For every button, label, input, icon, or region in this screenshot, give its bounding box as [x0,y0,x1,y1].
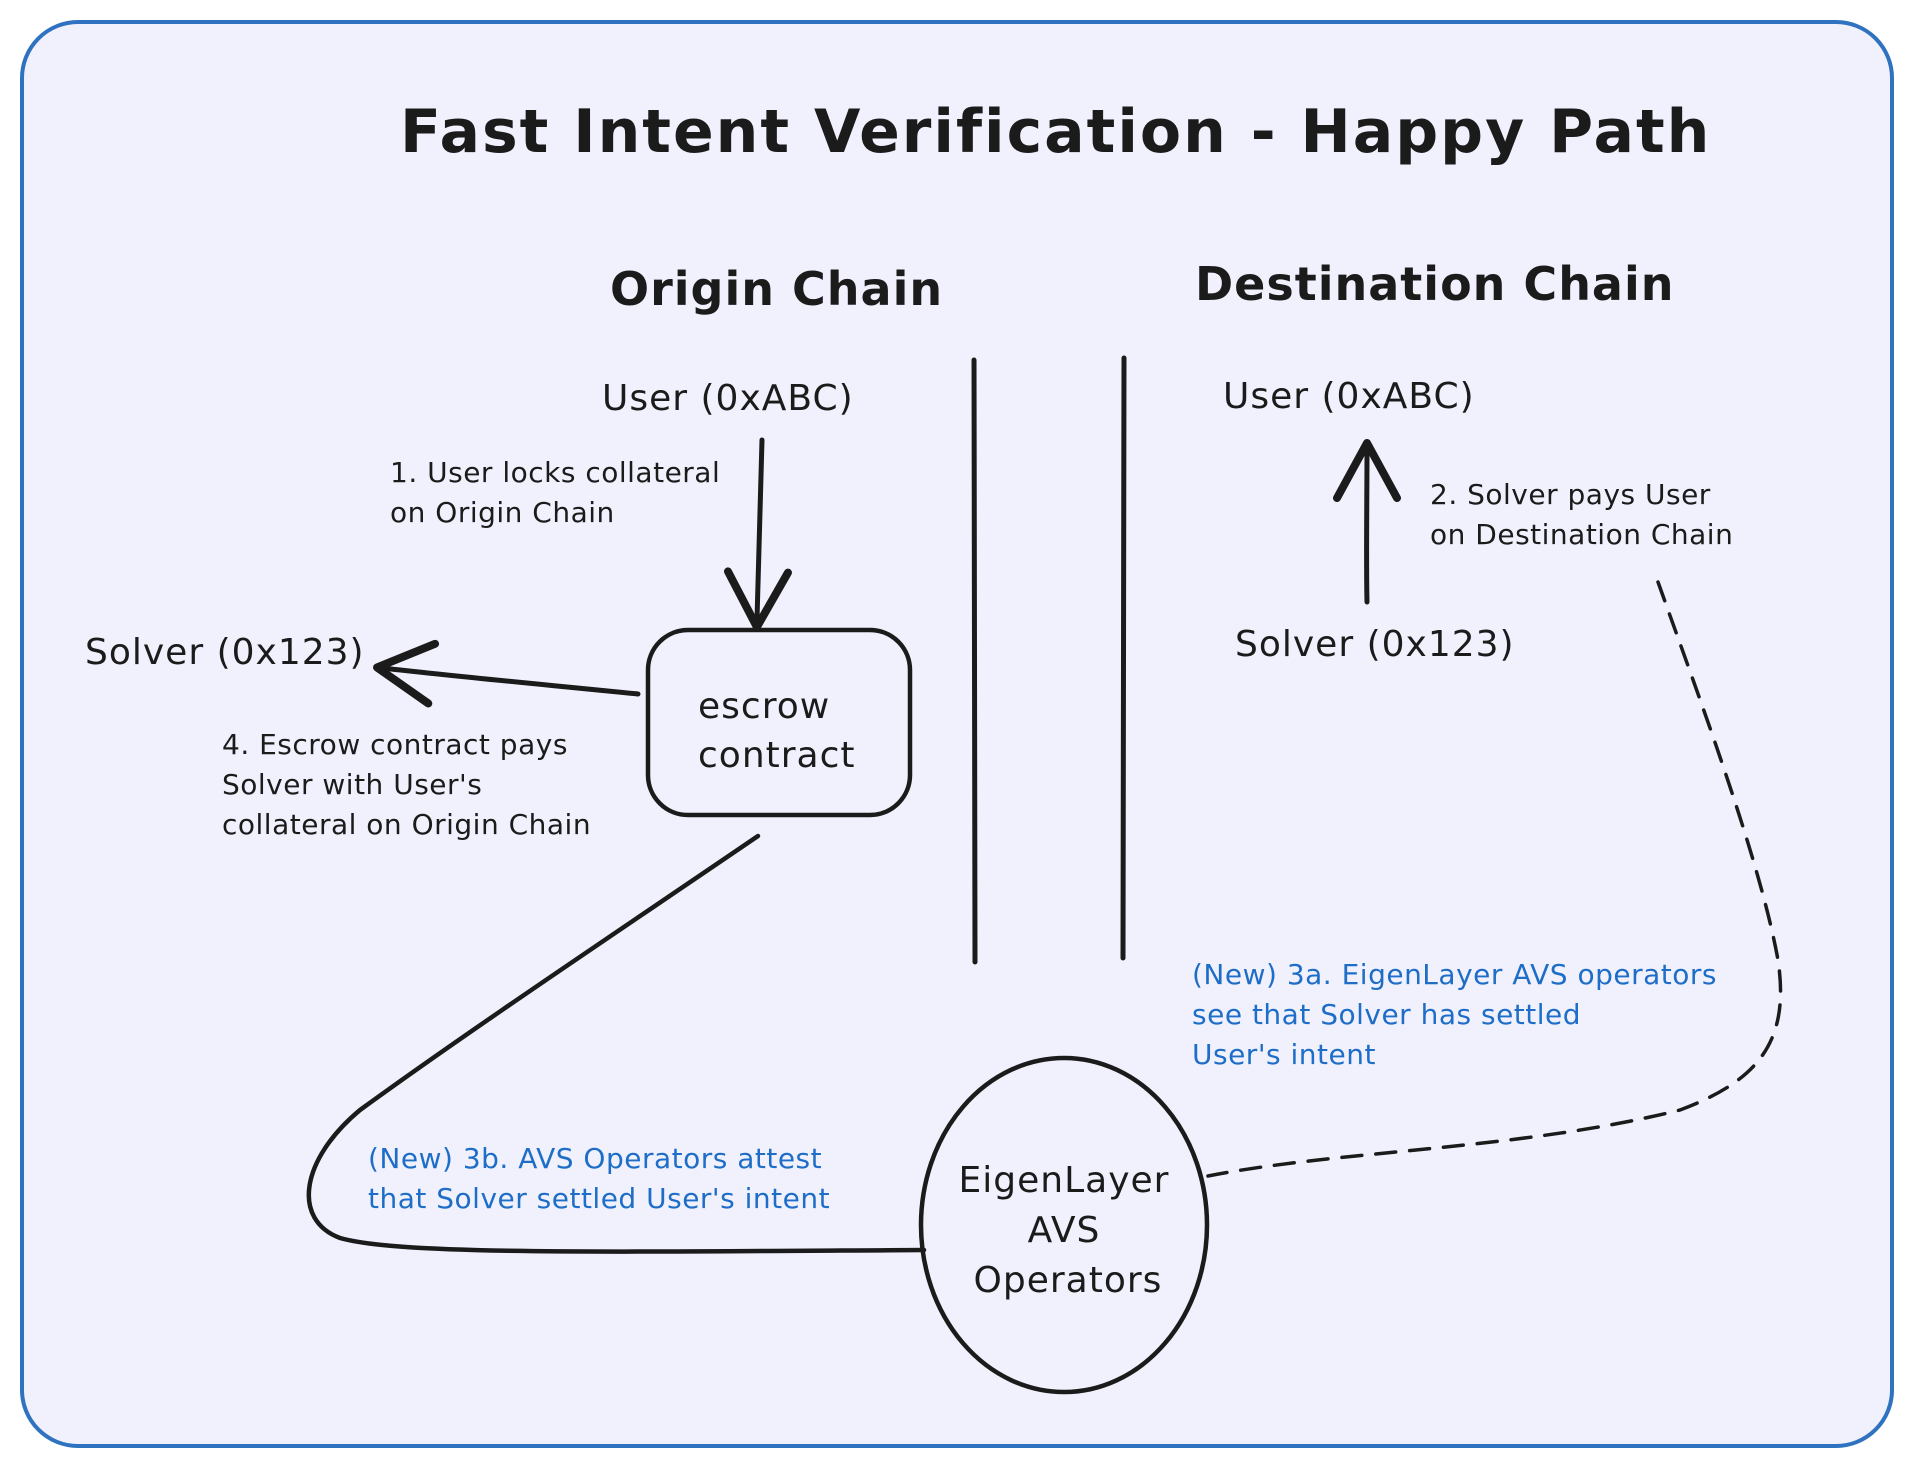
diagram-title: Fast Intent Verification - Happy Path [400,97,1711,167]
destination-chain-heading: Destination Chain [1195,257,1675,311]
escrow-label-line2: contract [698,735,856,776]
separator-line-right [1120,355,1127,961]
step2-line2: on Destination Chain [1430,518,1733,551]
origin-chain-heading: Origin Chain [610,262,943,316]
step1-line2: on Origin Chain [390,496,615,529]
arrow-user-to-escrow [723,437,792,631]
attestation-line [306,833,927,1254]
escrow-contract-box [645,627,913,818]
dashed-line-observation [1206,580,1783,1178]
destination-solver-label: Solver (0x123) [1235,624,1515,665]
step3b-line2: that Solver settled User's intent [368,1182,830,1215]
step4-line3: collateral on Origin Chain [222,808,591,841]
step3a-line2: see that Solver has settled [1192,998,1581,1031]
avs-label-line2: AVS [1028,1210,1101,1251]
destination-user-label: User (0xABC) [1223,376,1475,417]
arrow-escrow-to-solver [373,639,641,708]
separator-line-left [971,357,978,965]
origin-solver-label: Solver (0x123) [85,632,365,673]
origin-user-label: User (0xABC) [602,378,854,419]
step3b-line1: (New) 3b. AVS Operators attest [368,1142,822,1175]
step3a-line3: User's intent [1192,1038,1376,1071]
step2-line1: 2. Solver pays User [1430,478,1711,511]
avs-operators-circle [918,1055,1210,1395]
diagram-frame [20,20,1894,1448]
step1-line1: 1. User locks collateral [390,456,720,489]
avs-label-line3: Operators [974,1260,1163,1301]
step3a-line1: (New) 3a. EigenLayer AVS operators [1192,958,1717,991]
avs-label-line1: EigenLayer [959,1160,1170,1201]
escrow-label-line1: escrow [698,686,830,727]
step4-line2: Solver with User's [222,768,482,801]
step4-line1: 4. Escrow contract pays [222,728,568,761]
